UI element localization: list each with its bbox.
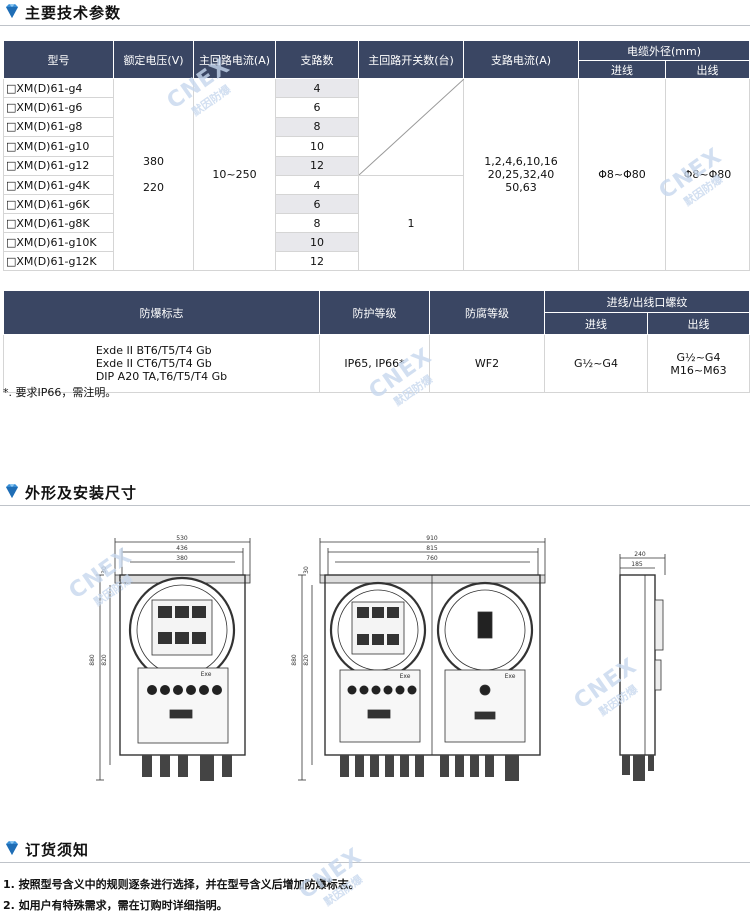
main-current-cell: 10~250 xyxy=(193,78,276,271)
branch-count-cell: 10 xyxy=(275,232,359,252)
header-main-current: 主回路电流(A) xyxy=(193,40,276,79)
header-cable-od: 电缆外径(mm) xyxy=(577,40,750,61)
model-cell: □XM(D)61-g8 xyxy=(3,116,114,138)
outlet-thread-cell: G½~G4 M16~M63 xyxy=(647,334,750,393)
main-switch-diagonal-cell xyxy=(358,78,464,176)
diamond-icon xyxy=(6,484,18,498)
dim-185: 185 xyxy=(631,561,643,568)
anticorrosion-cell: WF2 xyxy=(429,334,545,393)
footnote: *. 要求IP66，需注明。 xyxy=(3,386,117,399)
header-outlet: 出线 xyxy=(664,60,750,79)
dim-530: 530 xyxy=(176,535,188,542)
branch-count-cell: 12 xyxy=(275,251,359,271)
section-divider xyxy=(0,862,750,863)
model-cell: □XM(D)61-g12 xyxy=(3,155,114,177)
model-cell: □XM(D)61-g6 xyxy=(3,97,114,118)
dim-815: 815 xyxy=(426,545,438,552)
protection-cell: IP65, IP66* xyxy=(319,334,430,393)
section-title-shape: 外形及安装尺寸 xyxy=(25,484,138,502)
header-thread-inlet: 进线 xyxy=(544,312,648,335)
branch-current-line2: 20,25,32,40 xyxy=(487,168,555,181)
dim-880: 880 xyxy=(291,654,298,666)
model-cell: □XM(D)61-g8K xyxy=(3,213,114,233)
header-branches: 支路数 xyxy=(275,40,359,79)
header-marking: 防爆标志 xyxy=(3,290,320,335)
model-cell: □XM(D)61-g4 xyxy=(3,77,114,99)
branch-current-line3: 50,63 xyxy=(505,181,537,194)
section-title-params: 主要技术参数 xyxy=(25,4,122,22)
header-thread-outlet: 出线 xyxy=(647,312,750,335)
inlet-od-cell: Φ8~Φ80 xyxy=(578,78,666,271)
model-cell: □XM(D)61-g10K xyxy=(3,232,114,252)
section-header-params: 主要技术参数 xyxy=(0,0,750,26)
branch-count-cell: 4 xyxy=(275,77,359,99)
drawing-single-enclosure xyxy=(96,538,251,781)
dim-436: 436 xyxy=(176,545,188,552)
marking-line: DIP A20 TA,T6/T5/T4 Gb xyxy=(95,370,228,383)
header-inlet: 进线 xyxy=(578,60,666,79)
section-header-order: 订货须知 xyxy=(0,837,750,863)
marking-line: Exde II BT6/T5/T4 Gb xyxy=(95,344,212,357)
dim-30: 30 xyxy=(303,566,310,574)
dim-910: 910 xyxy=(426,535,438,542)
section-divider xyxy=(0,25,750,26)
dim-820: 820 xyxy=(101,654,108,666)
exe-label: Exe xyxy=(505,673,516,680)
branch-current-cell: 1,2,4,6,10,16 20,25,32,40 50,63 xyxy=(463,78,579,271)
model-cell: □XM(D)61-g4K xyxy=(3,175,114,195)
section-title-order: 订货须知 xyxy=(25,841,90,859)
diamond-icon xyxy=(6,841,18,855)
dim-820: 820 xyxy=(303,654,310,666)
dim-240: 240 xyxy=(634,551,646,558)
drawing-double-enclosure xyxy=(298,538,546,781)
dim-880: 880 xyxy=(89,654,96,666)
branch-count-cell: 6 xyxy=(275,194,359,214)
voltage-220: 220 xyxy=(143,180,164,194)
header-main-switch: 主回路开关数(台) xyxy=(358,40,464,79)
dim-380: 380 xyxy=(176,555,188,562)
marking-table: 防爆标志 防护等级 防腐等级 进线/出线口螺纹 进线 出线 Exde II BT… xyxy=(3,290,750,393)
dim-760: 760 xyxy=(426,555,438,562)
branch-count-cell: 4 xyxy=(275,175,359,195)
voltage-380: 380 xyxy=(143,154,164,168)
main-switch-cell: 1 xyxy=(358,175,464,271)
section-header-shape: 外形及安装尺寸 xyxy=(0,480,750,506)
branch-count-cell: 10 xyxy=(275,136,359,157)
diagonal-line xyxy=(359,79,464,175)
outlet-od-cell: Φ8~Φ80 xyxy=(664,78,750,271)
header-thread: 进线/出线口螺纹 xyxy=(544,290,750,313)
dim-30: 30 xyxy=(101,566,108,574)
dimension-drawings: 530 436 380 880 820 30 Exe xyxy=(89,535,666,781)
branch-count-cell: 6 xyxy=(275,97,359,118)
voltage-cell: 380 220 xyxy=(113,78,194,271)
section-divider xyxy=(0,505,750,506)
drawing-side-view xyxy=(619,554,666,781)
exe-label: Exe xyxy=(400,673,411,680)
header-protection: 防护等级 xyxy=(319,290,430,335)
marking-line: Exde II CT6/T5/T4 Gb xyxy=(95,357,212,370)
model-cell: □XM(D)61-g10 xyxy=(3,136,114,157)
spec-table: 型号 额定电压(V) 主回路电流(A) 支路数 主回路开关数(台) 支路电流(A… xyxy=(3,40,750,271)
branch-count-cell: 8 xyxy=(275,116,359,138)
order-note-1: 1. 按照型号含义中的规则逐条进行选择，并在型号含义后增加防爆标志。 xyxy=(3,878,360,891)
header-voltage: 额定电压(V) xyxy=(113,40,194,79)
outlet-thread-line: M16~M63 xyxy=(670,363,727,377)
model-cell: □XM(D)61-g12K xyxy=(3,251,114,271)
inlet-thread-cell: G½~G4 xyxy=(544,334,648,393)
branch-current-line1: 1,2,4,6,10,16 xyxy=(484,155,558,168)
diamond-icon xyxy=(6,4,18,18)
header-branch-current: 支路电流(A) xyxy=(463,40,579,79)
model-cell: □XM(D)61-g6K xyxy=(3,194,114,214)
header-anticorrosion: 防腐等级 xyxy=(429,290,545,335)
marking-cell: Exde II BT6/T5/T4 Gb Exde II CT6/T5/T4 G… xyxy=(3,334,320,393)
outlet-thread-line: G½~G4 xyxy=(676,350,721,364)
exe-label: Exe xyxy=(201,671,212,678)
branch-count-cell: 12 xyxy=(275,155,359,177)
header-model: 型号 xyxy=(3,40,114,79)
order-note-2: 2. 如用户有特殊需求，需在订购时详细指明。 xyxy=(3,899,228,912)
branch-count-cell: 8 xyxy=(275,213,359,233)
